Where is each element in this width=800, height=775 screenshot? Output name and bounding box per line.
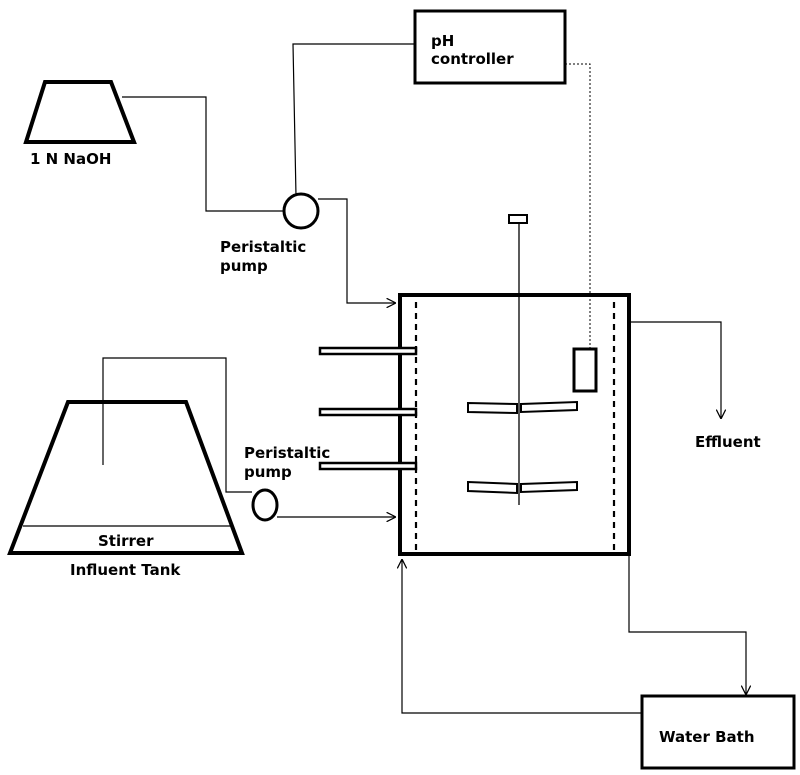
effluent-line bbox=[629, 321, 721, 418]
naoh-vessel bbox=[23, 80, 137, 144]
naoh-feed-line bbox=[122, 96, 284, 212]
ph-probe-cable bbox=[565, 63, 591, 349]
effluent-label: Effluent bbox=[695, 433, 761, 451]
stirrer-label: Stirrer bbox=[98, 532, 154, 550]
naoh-label: 1 N NaOH bbox=[30, 150, 111, 168]
pump-bottom-label-line2: pump bbox=[244, 463, 292, 481]
ph-controller-label-line1: pH bbox=[431, 32, 454, 50]
influent-tank bbox=[7, 400, 245, 555]
ph-controller-label-line2: controller bbox=[431, 50, 514, 68]
naoh-dose-line bbox=[318, 198, 395, 303]
influent-tank-label: Influent Tank bbox=[70, 561, 181, 579]
agitator bbox=[467, 214, 578, 505]
pump-bottom-label-line1: Peristaltic bbox=[244, 444, 330, 462]
jacket-return-line bbox=[402, 560, 642, 714]
pump-top-label-line1: Peristaltic bbox=[220, 238, 306, 256]
peristaltic-pump-bottom bbox=[251, 488, 279, 522]
pump-top-label-line2: pump bbox=[220, 257, 268, 275]
ph-probe bbox=[572, 347, 598, 393]
influent-feed-line bbox=[102, 357, 252, 493]
reactor-vessel bbox=[398, 293, 631, 556]
reactor-baffles bbox=[318, 346, 418, 471]
ph-to-pump-wire bbox=[292, 43, 415, 197]
water-bath-box bbox=[640, 694, 796, 770]
peristaltic-pump-top bbox=[282, 192, 320, 230]
jacket-outlet-line bbox=[628, 554, 746, 694]
water-bath-label: Water Bath bbox=[659, 728, 755, 746]
ph-controller-box bbox=[413, 9, 567, 85]
